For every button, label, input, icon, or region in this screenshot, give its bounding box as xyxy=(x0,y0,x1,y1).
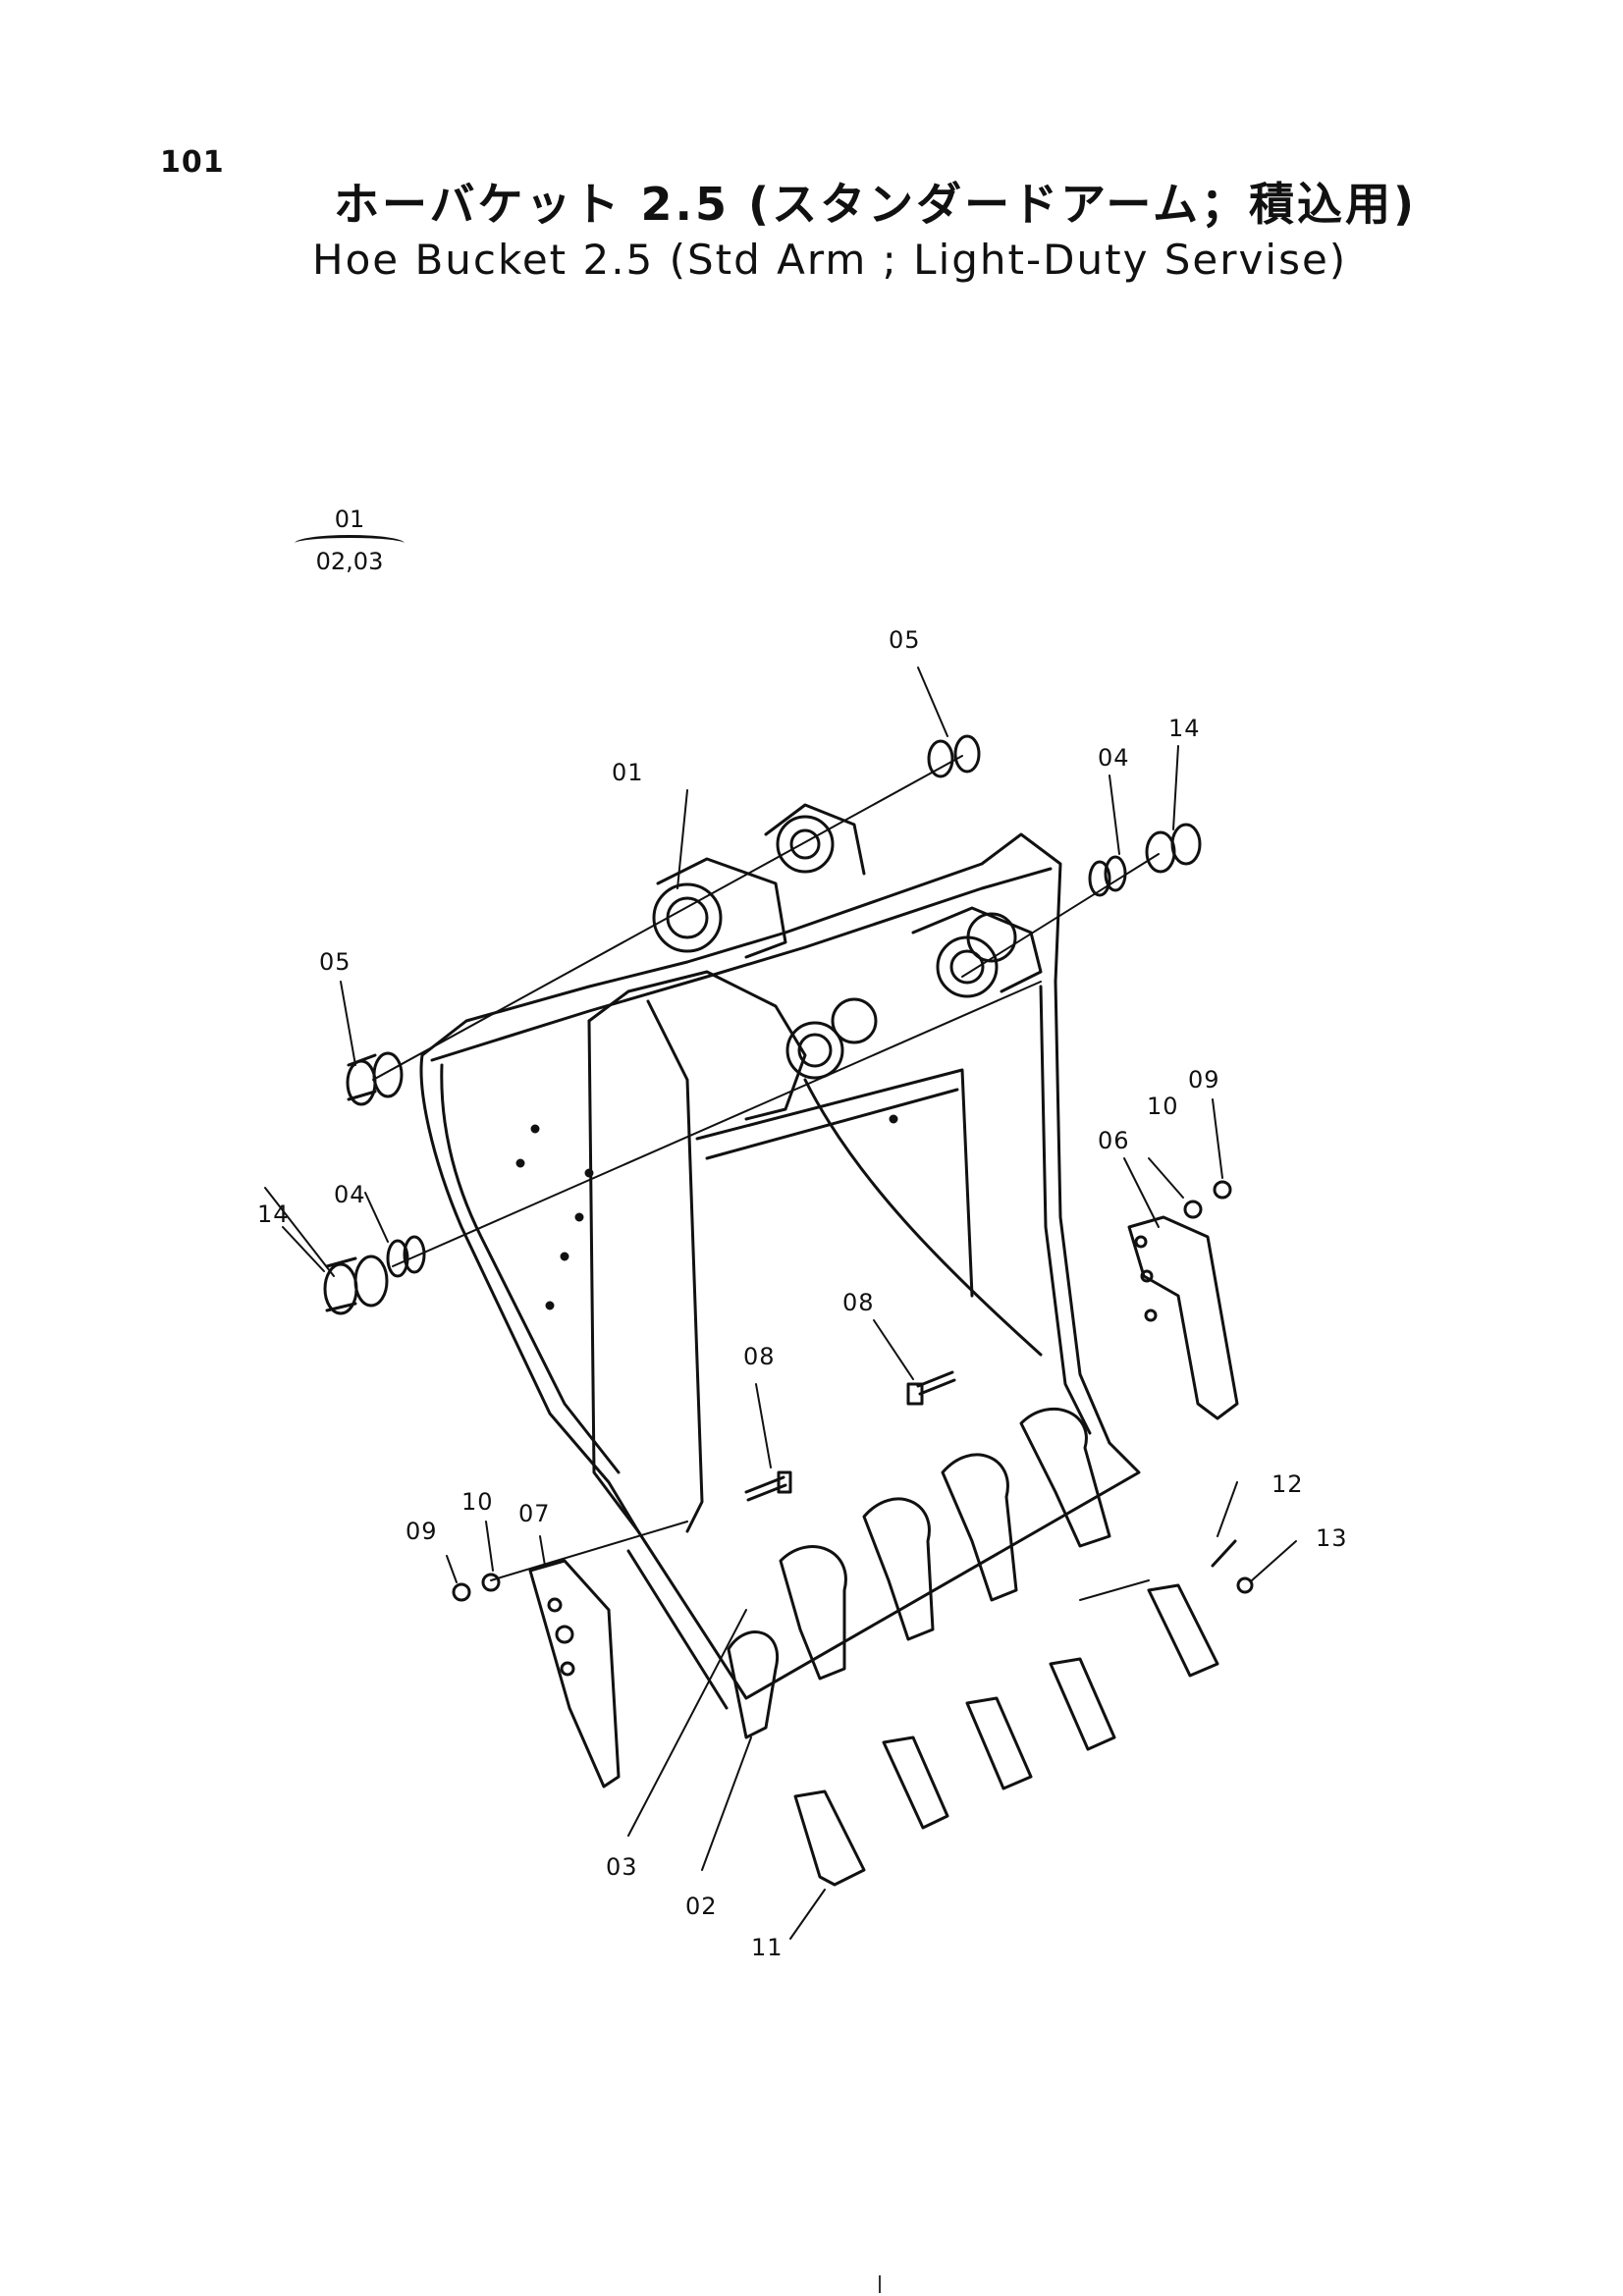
callout-10-right: 10 xyxy=(1147,1093,1179,1120)
callout-14-left: 14 xyxy=(257,1201,290,1228)
callout-12: 12 xyxy=(1271,1470,1304,1498)
callout-09-left: 09 xyxy=(406,1518,438,1545)
teeth xyxy=(793,1583,1219,1887)
title-japanese: ホーバケット 2.5 (スタンダードアーム；積込用) xyxy=(334,178,1417,231)
callout-04-right: 04 xyxy=(1098,744,1130,772)
callout-09-right: 09 xyxy=(1188,1066,1220,1094)
callout-05-top: 05 xyxy=(889,626,921,654)
callout-08-left: 08 xyxy=(743,1343,776,1370)
callout-07: 07 xyxy=(518,1500,551,1527)
callout-10-left: 10 xyxy=(461,1488,494,1516)
assembly-note: 01 02,03 xyxy=(291,506,408,575)
callout-08-right: 08 xyxy=(842,1289,875,1316)
assembly-parent: 01 xyxy=(334,506,365,533)
adapters xyxy=(727,1407,1111,1739)
side-cutter-left xyxy=(528,1559,621,1789)
bucket-body xyxy=(419,832,1141,1710)
callout-03: 03 xyxy=(606,1853,638,1881)
callout-05-left: 05 xyxy=(319,948,352,976)
page-number: 101 xyxy=(160,145,225,180)
leader-lines xyxy=(264,667,1297,1940)
footer-tick-mark xyxy=(879,2275,881,2293)
callout-06: 06 xyxy=(1098,1127,1130,1154)
callout-02: 02 xyxy=(685,1893,718,1920)
title-english: Hoe Bucket 2.5 (Std Arm ; Light-Duty Ser… xyxy=(312,236,1348,284)
callout-11: 11 xyxy=(751,1934,784,1961)
callout-14-right: 14 xyxy=(1168,715,1201,742)
fasteners xyxy=(452,1180,1254,1602)
callout-01: 01 xyxy=(612,759,644,786)
assembly-brace xyxy=(295,535,405,552)
bracket-plates xyxy=(587,803,1043,1121)
callout-13: 13 xyxy=(1316,1524,1348,1552)
bushings xyxy=(323,734,1202,1315)
callout-04-left: 04 xyxy=(334,1181,366,1208)
assembly-children: 02,03 xyxy=(315,548,384,575)
side-cutter-right xyxy=(1127,1215,1239,1420)
